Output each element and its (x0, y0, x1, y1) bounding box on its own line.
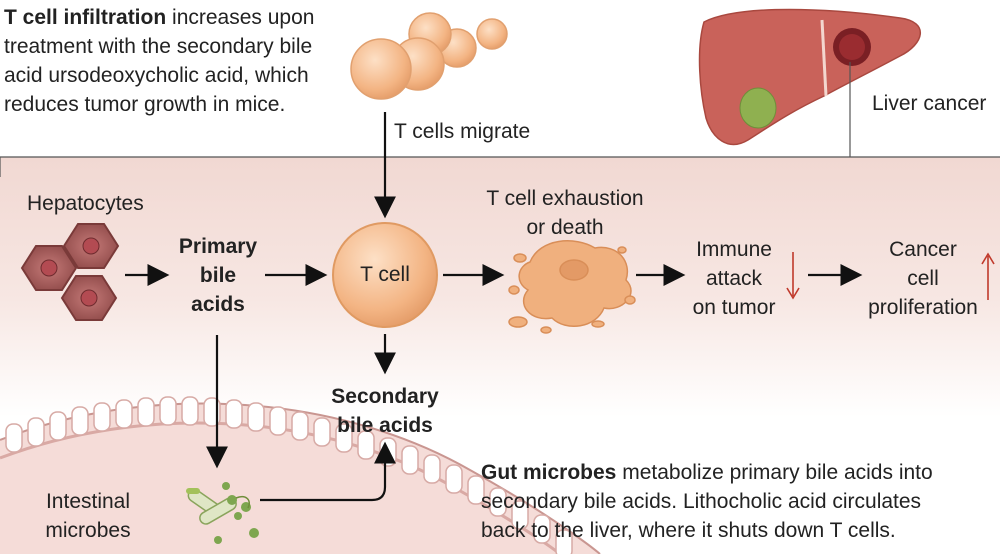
immune-line-1: Immune (696, 238, 772, 261)
gut-microbes-text: Gut microbes metabolize primary bile aci… (481, 458, 933, 545)
secondary-bile-acids-label: Secondary bile acids (318, 382, 452, 440)
t-cells-migrate-label: T cells migrate (394, 120, 531, 143)
t-cell-label: T cell (360, 263, 410, 286)
cancer-line-3: proliferation (868, 296, 978, 319)
hepatocytes-icon (20, 223, 120, 321)
intestinal-microbes-label: Intestinal microbes (30, 487, 146, 545)
exhaustion-line-1: T cell exhaustion (486, 187, 644, 210)
liver-icon (698, 8, 921, 146)
intestinal-microbes-icon (186, 482, 259, 544)
gut-line-2: secondary bile acids. Lithocholic acid c… (481, 490, 922, 513)
intestinal-line-2: microbes (45, 519, 131, 542)
gut-line-1: metabolize primary bile acids into (616, 461, 933, 484)
intro-bold: T cell infiltration (4, 6, 167, 29)
secondary-line-1: Secondary (331, 385, 439, 408)
primary-line-2: bile (199, 264, 237, 287)
t-cell-icon (332, 222, 438, 328)
hepatocytes-label: Hepatocytes (27, 192, 144, 215)
intro-line-3: acid ursodeoxycholic acid, which (4, 64, 309, 87)
intro-line-1: increases upon (166, 6, 315, 29)
immune-line-2: attack (705, 267, 763, 290)
gut-bold: Gut microbes (481, 461, 617, 484)
secondary-line-2: bile acids (337, 414, 433, 437)
exhaustion-label: T cell exhaustion or death (470, 184, 660, 242)
intro-text: T cell infiltration increases upon treat… (4, 3, 314, 119)
immune-line-3: on tumor (692, 296, 776, 319)
intro-line-2: treatment with the secondary bile (4, 35, 313, 58)
primary-bile-acids-label: Primary bile acids (158, 232, 278, 319)
liver-cancer-label: Liver cancer (872, 92, 987, 115)
cancer-proliferation-label: Cancer cell proliferation (856, 235, 990, 322)
intestine-illustration (0, 396, 601, 554)
flow-arrows (125, 112, 863, 502)
cancer-line-2: cell (907, 267, 939, 290)
t-cells-cluster-icon (350, 12, 508, 100)
cancer-line-1: Cancer (889, 238, 957, 261)
exhaustion-line-2: or death (526, 216, 604, 239)
primary-line-1: Primary (178, 235, 258, 258)
intestinal-line-1: Intestinal (45, 490, 131, 513)
intro-line-4: reduces tumor growth in mice. (4, 93, 286, 116)
primary-line-3: acids (191, 293, 245, 316)
exhausted-t-cell-icon (508, 240, 636, 334)
body-band (0, 157, 1000, 417)
gut-line-3: back to the liver, where it shuts down T… (481, 519, 896, 542)
immune-attack-label: Immune attack on tumor (676, 235, 792, 322)
trend-arrows (786, 252, 995, 300)
